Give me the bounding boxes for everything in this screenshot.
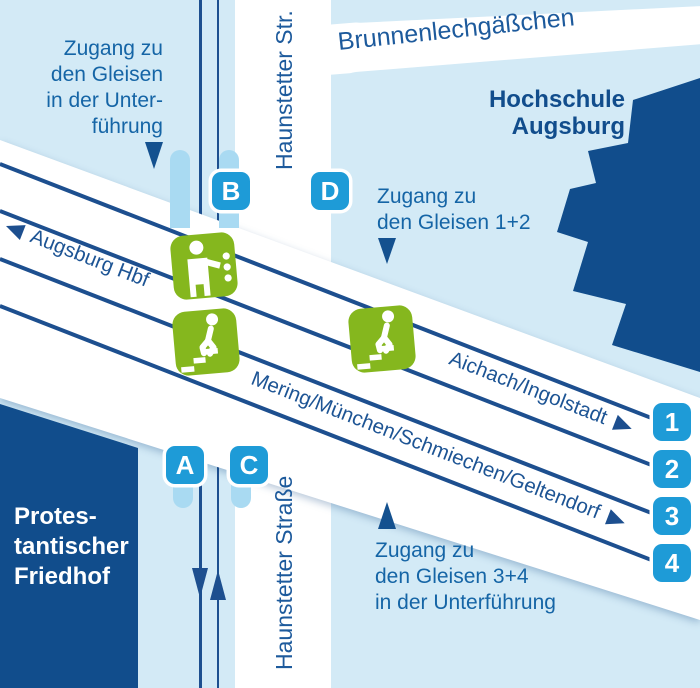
up-arrow-icon	[378, 502, 396, 529]
stairs-icon	[347, 304, 417, 374]
note-line: in der Unter-	[46, 89, 163, 112]
access-point-badge-d: D	[311, 172, 349, 210]
street-label-haunstetter-top: Haunstetter Str.	[271, 10, 297, 170]
platform-badge-1: 1	[653, 403, 691, 441]
access-point-label-b: B	[221, 175, 241, 206]
friedhof-label: Protes- tantischer Friedhof	[14, 502, 129, 592]
access-point-badge-c: C	[230, 446, 268, 484]
note-line: in der Unterführung	[375, 591, 556, 614]
note-line: den Gleisen	[50, 63, 163, 86]
platform-badge-4: 4	[653, 544, 691, 582]
platform-label-3: 3	[664, 500, 680, 531]
friedhof-label-line: tantischer	[14, 533, 129, 560]
note-line: den Gleisen 1+2	[377, 211, 531, 234]
elevator-icon	[169, 231, 239, 301]
access-point-badge-a: A	[166, 446, 204, 484]
note-line: Zugang zu	[377, 185, 477, 208]
note-access-gleis-1-2: Zugang zu den Gleisen 1+2	[377, 184, 531, 236]
access-point-label-d: D	[320, 175, 340, 206]
access-point-label-c: C	[239, 449, 259, 480]
platform-badge-3: 3	[653, 497, 691, 535]
down-arrow-icon	[145, 142, 163, 169]
platform-badge-2: 2	[653, 450, 691, 488]
platform-label-2: 2	[664, 453, 680, 484]
platform-label-4: 4	[664, 547, 680, 578]
up-arrow-icon	[209, 570, 226, 600]
street-label-haunstetter-bottom: Haunstetter Straße	[271, 475, 297, 670]
note-line: Zugang zu	[375, 539, 475, 562]
note-underpass-northwest: Zugang zu den Gleisen in der Unter- führ…	[33, 36, 163, 140]
left-arrow-icon	[3, 218, 26, 240]
down-arrow-icon	[192, 568, 208, 598]
hochschule-label-line: Augsburg	[511, 113, 625, 140]
note-line: führung	[91, 115, 163, 138]
hochschule-label-line: Hochschule	[488, 86, 625, 113]
friedhof-label-line: Protes-	[14, 503, 97, 530]
ramp-pill-northwest	[170, 150, 190, 228]
note-access-gleis-3-4: Zugang zu den Gleisen 3+4 in der Unterfü…	[375, 538, 556, 616]
access-point-badge-b: B	[212, 172, 250, 210]
note-line: Zugang zu	[63, 37, 163, 60]
hochschule-label: Hochschule Augsburg	[430, 86, 625, 140]
note-line: den Gleisen 3+4	[375, 565, 529, 588]
platform-label-1: 1	[664, 406, 680, 437]
stairs-icon	[171, 307, 241, 377]
down-arrow-icon	[378, 238, 396, 264]
friedhof-label-line: Friedhof	[14, 563, 110, 590]
access-point-label-a: A	[175, 449, 195, 480]
